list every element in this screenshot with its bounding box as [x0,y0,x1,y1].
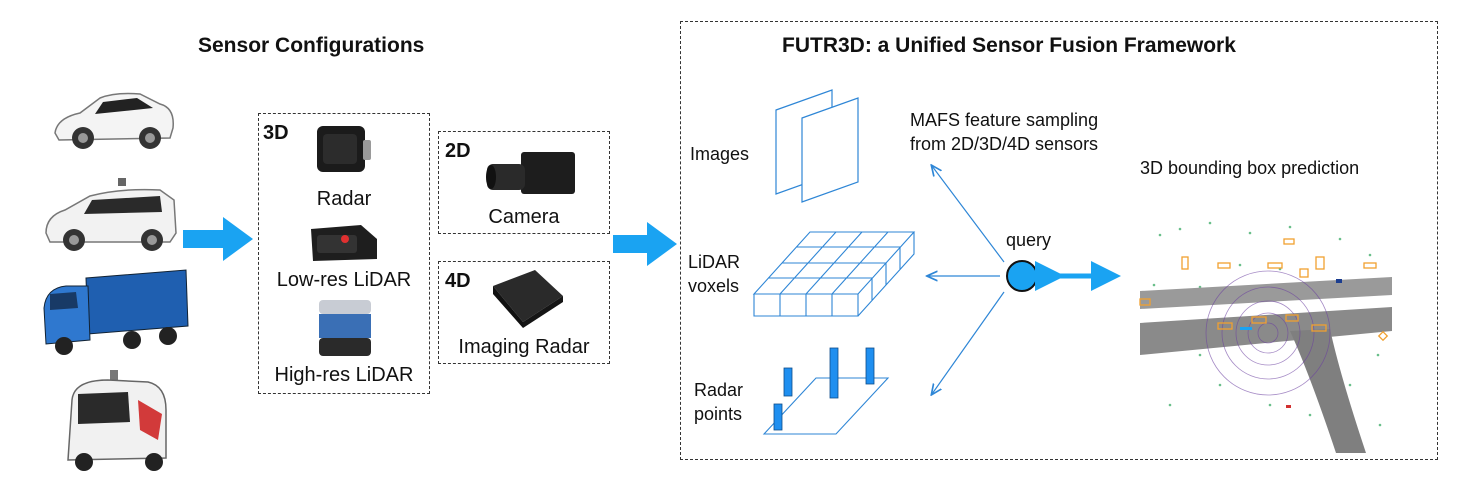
lidar-voxel-grid [752,231,916,317]
minivan-icon [45,178,177,251]
sensor-group-3d: 3D Radar Low-res LiDAR High-res LiDAR [258,113,430,394]
lidar-label-line2: voxels [688,276,740,296]
radar-points-diagram [762,347,890,435]
group-4d-tag: 4D [445,270,471,292]
radar-label: Radar [316,188,372,210]
radar-bar-4 [865,347,875,385]
delivery-robot-icon [67,370,167,471]
low-res-lidar-label: Low-res LiDAR [276,269,412,291]
futr3d-framework-panel [680,21,1438,460]
radar-sensor-icon [317,126,371,172]
high-res-lidar-label: High-res LiDAR [274,364,414,386]
camera-label: Camera [488,206,560,228]
query-sampling-arrows [920,158,1121,398]
query-node [1006,260,1038,292]
bev-prediction-map [1139,205,1392,453]
mafs-label-line2: from 2D/3D/4D sensors [910,134,1099,154]
image-planes-diagram [775,89,859,203]
radar-label-line2: points [694,404,743,424]
high-res-lidar-icon [319,300,371,356]
sensor-group-2d: 2D Camera [438,131,610,234]
radar-points-label: Radar points [694,378,743,426]
images-label: Images [690,144,750,164]
truck-icon [43,269,189,355]
prediction-label: 3D bounding box prediction [1140,158,1360,178]
group-3d-tag: 3D [263,122,289,144]
camera-sensor-icon [486,152,575,194]
sensor-configurations-title: Sensor Configurations [198,34,425,57]
group-2d-tag: 2D [445,140,471,162]
sensor-group-4d: 4D Imaging Radar [438,261,610,364]
radar-bar-3 [829,347,839,399]
car-icon [54,92,174,149]
imaging-radar-icon [493,270,563,328]
mafs-label: MAFS feature sampling from 2D/3D/4D sens… [910,108,1098,156]
lidar-label-line1: LiDAR [688,252,741,272]
flow-arrow-left [183,217,253,261]
query-label: query [1006,230,1052,250]
imaging-radar-label: Imaging Radar [458,336,590,358]
mafs-label-line1: MAFS feature sampling [910,110,1099,130]
radar-bar-2 [783,367,793,397]
low-res-lidar-icon [311,225,377,261]
futr3d-title: FUTR3D: a Unified Sensor Fusion Framewor… [782,34,1236,57]
radar-bar-1 [773,403,783,431]
flow-arrow-middle [613,222,677,266]
lidar-voxels-label: LiDAR voxels [688,250,740,298]
radar-label-line1: Radar [694,380,744,400]
